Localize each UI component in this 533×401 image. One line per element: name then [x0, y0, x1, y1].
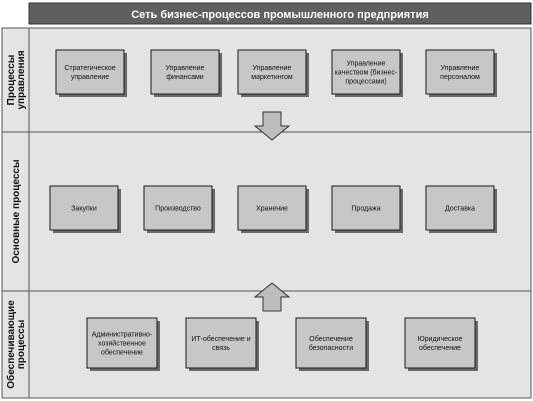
process-box-label: связь	[212, 345, 230, 352]
process-box-frame	[331, 49, 401, 95]
lane-label: управления	[16, 50, 27, 109]
lane-label: Обеспечивающие	[5, 300, 17, 389]
process-box-label: Административно-	[92, 331, 153, 338]
process-box-label: Управление	[441, 65, 480, 72]
process-box: Хранение	[237, 185, 309, 233]
process-box: Управление финансами	[150, 49, 222, 97]
process-box-label: персоналом	[440, 74, 480, 81]
process-box-frame	[404, 317, 476, 369]
process-box-frame	[425, 49, 495, 95]
title-bar	[28, 2, 532, 25]
process-box-frame	[185, 317, 257, 369]
process-box-frame	[295, 317, 367, 369]
flow-arrow-down	[253, 111, 291, 141]
process-box: Производство	[143, 185, 215, 233]
process-box-frame	[55, 49, 125, 95]
process-box: Стратегическое управление	[55, 49, 127, 97]
process-box-label: финансами	[166, 74, 203, 81]
flow-arrow-up	[253, 282, 291, 312]
lane-label: Основные процессы	[11, 159, 22, 263]
process-box-label: Продажа	[351, 205, 380, 212]
process-box-label: Доставка	[445, 205, 475, 212]
process-box-frame	[331, 185, 401, 231]
process-box-label: качеством (бизнес-	[335, 68, 398, 76]
process-box-label: Управление	[347, 60, 386, 67]
process-box-label: управление	[71, 74, 109, 81]
process-box-label: безопасности	[309, 344, 353, 352]
lane-label: Процессы	[6, 55, 17, 106]
process-box-label: Хранение	[256, 205, 288, 212]
process-box-label: Обеспечение	[309, 335, 353, 343]
process-box-label: ИТ-обеспечение и	[191, 335, 250, 343]
process-box-frame	[425, 185, 495, 231]
process-box-label: Производство	[155, 205, 201, 212]
process-box-label: хозяйственное	[98, 339, 146, 347]
process-box-label: Управление	[253, 65, 292, 72]
process-box-label: обеспечение	[419, 344, 461, 352]
process-box-label: процессами)	[345, 78, 386, 85]
process-box-label: маркетингом	[251, 74, 293, 81]
process-box-frame	[86, 317, 158, 369]
process-box: ИТ-обеспечение и связь	[185, 317, 259, 371]
diagram-title: Сеть бизнес-процессов промышленного пред…	[131, 9, 429, 21]
process-box-label: Управление	[166, 65, 205, 72]
process-box: Продажа	[331, 185, 403, 233]
process-box-label: Закупки	[71, 205, 97, 212]
process-box-frame	[150, 49, 220, 95]
process-box-frame	[49, 185, 119, 231]
process-box: Закупки	[49, 185, 121, 233]
process-box-frame	[143, 185, 213, 231]
process-box-label: Юридическое	[418, 336, 463, 343]
process-box-frame	[237, 185, 307, 231]
process-box-label: обеспечение	[101, 348, 143, 356]
process-box: Управление маркетингом	[237, 49, 309, 97]
lane-label: процессы	[16, 320, 27, 370]
process-box-frame	[237, 49, 307, 95]
process-box-label: Стратегическое	[64, 65, 115, 72]
process-box: Управление персоналом	[425, 49, 497, 97]
process-box: Доставка	[425, 185, 497, 233]
